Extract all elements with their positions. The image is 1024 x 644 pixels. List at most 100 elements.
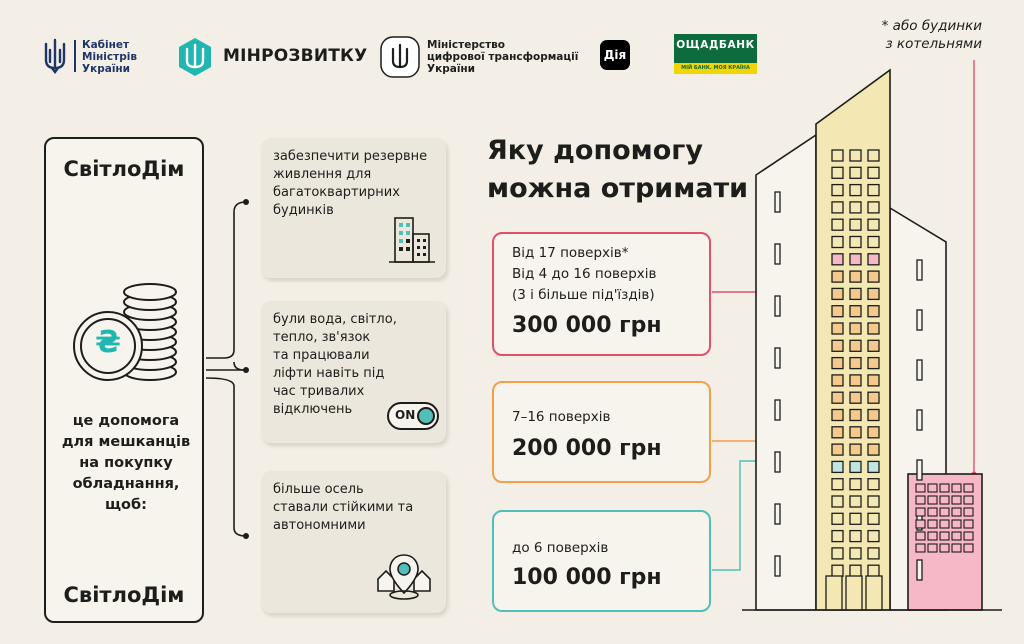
tier-200k-condition: 7–16 поверхів xyxy=(512,409,611,425)
footnote: * або будинки з котельнями xyxy=(881,18,982,52)
window xyxy=(831,253,844,266)
toggle-on-icon: ON xyxy=(387,402,439,430)
window xyxy=(849,235,862,249)
window xyxy=(867,253,880,266)
window xyxy=(849,460,862,474)
window xyxy=(849,443,862,456)
window xyxy=(831,408,844,422)
window xyxy=(831,356,844,370)
window xyxy=(831,339,844,352)
window xyxy=(867,460,880,474)
trident-icon xyxy=(44,38,66,74)
window xyxy=(867,391,880,404)
door xyxy=(825,575,843,611)
location-houses-icon xyxy=(377,554,431,600)
window xyxy=(939,519,950,529)
minrozvytku-logo: МІНРОЗВИТКУ xyxy=(177,37,367,77)
tier-100k: до 6 поверхів 100 000 грн xyxy=(492,510,711,612)
window xyxy=(849,201,862,214)
window xyxy=(867,201,880,214)
window xyxy=(831,166,844,179)
window xyxy=(867,374,880,387)
toggle-label: ON xyxy=(395,408,416,422)
main-card: СвітлоДім ₴ це допомога для мешканців на… xyxy=(44,137,204,623)
window xyxy=(927,531,938,541)
window xyxy=(915,519,926,529)
diia-logo: Дія xyxy=(600,40,630,70)
window xyxy=(939,543,950,553)
building-illustration xyxy=(712,60,1002,611)
window-slit xyxy=(774,399,781,421)
left-building xyxy=(755,133,817,611)
window xyxy=(849,408,862,422)
window xyxy=(831,201,844,214)
window xyxy=(867,166,880,179)
window-slit xyxy=(774,451,781,473)
window xyxy=(927,507,938,517)
window-slit xyxy=(916,459,923,481)
window xyxy=(963,483,974,493)
boiler-building xyxy=(907,473,983,611)
window xyxy=(849,183,862,197)
window xyxy=(867,149,880,162)
window xyxy=(831,495,844,508)
window-slit xyxy=(916,409,923,431)
mintsyfra-name: Міністерство цифрової трансформації Укра… xyxy=(427,39,579,75)
window xyxy=(849,322,862,335)
window xyxy=(831,547,844,560)
window xyxy=(831,218,844,231)
toggle-knob xyxy=(417,407,435,425)
window xyxy=(915,543,926,553)
window-slit xyxy=(774,295,781,317)
window xyxy=(831,183,844,197)
window xyxy=(867,270,880,283)
benefit-card-autonomy: більше осель ставали стійкими та автоном… xyxy=(261,471,446,613)
window xyxy=(831,287,844,301)
window xyxy=(927,483,938,493)
window xyxy=(831,235,844,249)
window xyxy=(867,408,880,422)
window xyxy=(939,495,950,505)
window xyxy=(867,512,880,525)
window xyxy=(849,512,862,525)
window xyxy=(831,478,844,491)
window xyxy=(915,531,926,541)
window xyxy=(831,322,844,335)
tier-100k-condition: до 6 поверхів xyxy=(512,540,609,556)
window xyxy=(867,339,880,352)
window xyxy=(915,483,926,493)
bracket-connector xyxy=(205,199,249,539)
window xyxy=(951,495,962,505)
window-slit xyxy=(774,503,781,525)
buildings-icon xyxy=(389,217,435,263)
window xyxy=(849,529,862,543)
window xyxy=(831,529,844,543)
window-slit xyxy=(916,359,923,381)
tier-200k: 7–16 поверхів 200 000 грн xyxy=(492,381,711,483)
window xyxy=(963,507,974,517)
window xyxy=(963,495,974,505)
window xyxy=(849,149,862,162)
window xyxy=(867,287,880,301)
window xyxy=(849,356,862,370)
tier-200k-amount: 200 000 грн xyxy=(512,436,662,461)
window xyxy=(867,443,880,456)
window xyxy=(849,305,862,318)
window xyxy=(849,478,862,491)
window xyxy=(849,339,862,352)
door xyxy=(845,575,863,611)
window xyxy=(927,543,938,553)
window xyxy=(939,483,950,493)
window xyxy=(849,287,862,301)
window xyxy=(849,270,862,283)
window xyxy=(831,512,844,525)
window-slit xyxy=(774,243,781,265)
window xyxy=(867,235,880,249)
window xyxy=(867,426,880,439)
window xyxy=(831,305,844,318)
tier-300k-amount: 300 000 грн xyxy=(512,313,662,338)
tier-100k-amount: 100 000 грн xyxy=(512,565,662,590)
window xyxy=(849,374,862,387)
window xyxy=(951,483,962,493)
window xyxy=(831,443,844,456)
